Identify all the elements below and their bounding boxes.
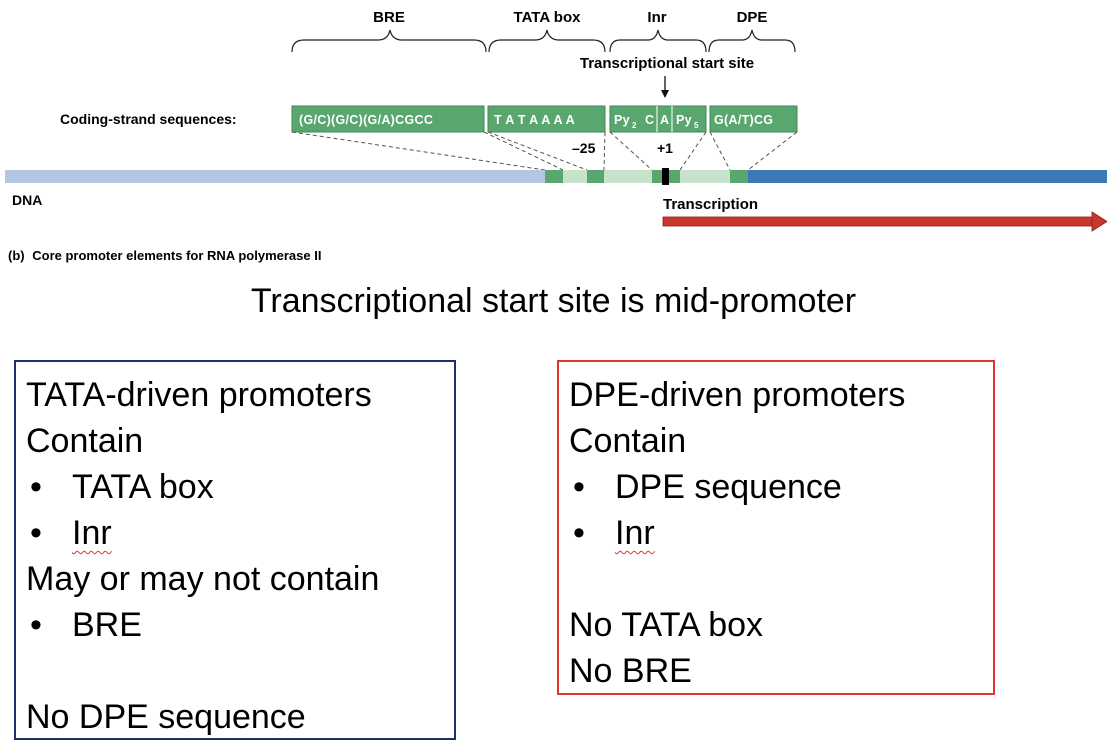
promoter-diagram: BRE TATA box Inr DPE Transcriptional sta…: [5, 9, 1107, 263]
headline: Transcriptional start site is mid-promot…: [250, 282, 857, 320]
plus1-label: +1: [657, 140, 673, 156]
inr-a-text: A: [660, 113, 669, 127]
tata-seq-text: T A T A A A A: [494, 113, 575, 127]
tata-panel-title: TATA-driven promoters: [26, 376, 372, 414]
tata-item-bre-text: BRE: [72, 606, 142, 644]
tata-item-tata-box: • TATA box: [26, 464, 454, 510]
dpe-label: DPE: [737, 9, 768, 26]
dna-downstream: [748, 170, 1107, 183]
dna-dpe-segment: [730, 170, 748, 183]
inr-py5-text: Py: [676, 113, 692, 127]
tata-item-inr-text: Inr: [72, 514, 112, 552]
bullet: •: [573, 514, 585, 552]
inr-c-text: C: [645, 113, 654, 127]
inr-brace: [609, 29, 707, 53]
caption-text: Core promoter elements for RNA polymeras…: [32, 248, 321, 263]
dpe-no-bre: No BRE: [569, 652, 692, 690]
dpe-item-inr: • Inr: [569, 510, 993, 556]
tata-maybe-label: May or may not contain: [26, 560, 380, 598]
caption: (b) Core promoter elements for RNA polym…: [8, 248, 321, 263]
tata-label: TATA box: [514, 9, 582, 26]
dpe-no-tata: No TATA box: [569, 606, 764, 644]
dpe-contain-label: Contain: [569, 422, 687, 460]
tss-arrow: [661, 76, 669, 98]
dpe-panel-title: DPE-driven promoters: [569, 376, 906, 414]
dna-bre-segment: [545, 170, 563, 183]
bre-brace: [291, 29, 487, 53]
bre-label: BRE: [373, 9, 405, 26]
caption-prefix: (b): [8, 248, 25, 263]
transcription-arrow: [662, 211, 1107, 232]
dpe-brace: [708, 29, 796, 53]
tata-item-bre: • BRE: [26, 602, 454, 648]
inr-seq-box: [609, 105, 707, 133]
bullet: •: [573, 468, 585, 506]
minus25-label: –25: [572, 140, 596, 156]
sequence-boxes: (G/C)(G/C)(G/A)CGCC T A T A A A A Py 2 C…: [291, 105, 798, 133]
dna-bar: [5, 168, 1107, 185]
dpe-item-inr-text: Inr: [615, 514, 655, 552]
dpe-panel: DPE-driven promoters Contain • DPE sequen…: [557, 360, 995, 695]
tata-no-dpe: No DPE sequence: [26, 698, 306, 736]
bullet: •: [30, 468, 42, 506]
dna-tss-marker: [662, 168, 669, 185]
dpe-seq-box: [709, 105, 798, 133]
dna-label: DNA: [12, 192, 42, 208]
inr-label: Inr: [647, 9, 666, 26]
inr-py5-sub: 5: [694, 121, 699, 130]
tata-item-tata-box-text: TATA box: [72, 468, 214, 506]
dpe-item-dpe-sequence: • DPE sequence: [569, 464, 993, 510]
blank-line: [26, 648, 454, 694]
transcription-label: Transcription: [663, 196, 758, 213]
tata-brace: [488, 29, 606, 53]
coding-strand-label: Coding-strand sequences:: [60, 111, 237, 127]
inr-py2-sub: 2: [632, 121, 637, 130]
tata-item-inr: • Inr: [26, 510, 454, 556]
dpe-seq-text: G(A/T)CG: [714, 113, 773, 127]
bre-seq-text: (G/C)(G/C)(G/A)CGCC: [299, 113, 433, 127]
element-braces: [291, 29, 796, 53]
dashed-connectors: [291, 131, 798, 171]
dna-tata-segment: [587, 170, 604, 183]
bre-seq-box: [291, 105, 485, 133]
dna-upstream: [5, 170, 545, 183]
tata-panel: TATA-driven promoters Contain •TATA box …: [14, 360, 456, 740]
bullet: •: [30, 606, 42, 644]
tss-label: Transcriptional start site: [580, 55, 754, 72]
bullet: •: [30, 514, 42, 552]
dpe-item-dpe-sequence-text: DPE sequence: [615, 468, 842, 506]
blank-line: [569, 556, 993, 602]
inr-py2-text: Py: [614, 113, 630, 127]
tata-contain-label: Contain: [26, 422, 144, 460]
tata-seq-box: [487, 105, 606, 133]
